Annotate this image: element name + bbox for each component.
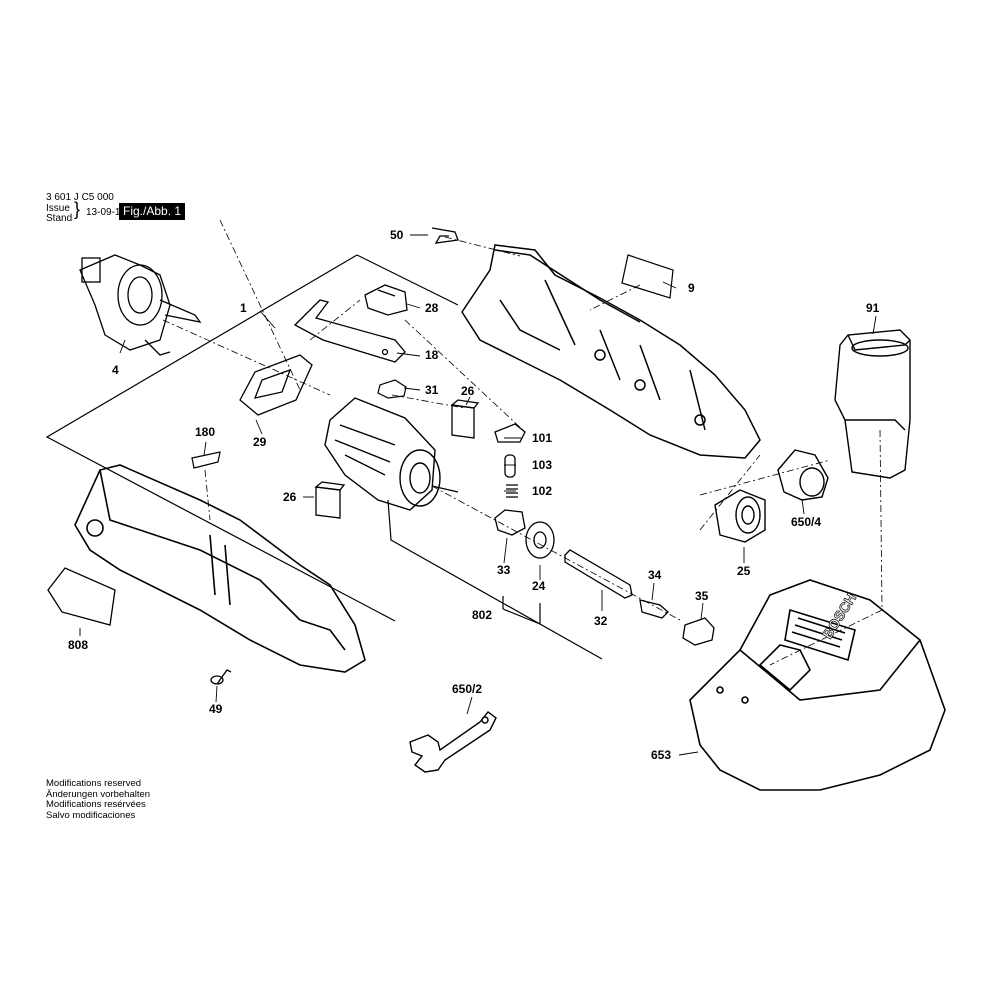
issue-date: 13-09-12 — [86, 207, 127, 218]
callout-34: 34 — [648, 568, 662, 582]
kit-bracket-lines — [45, 254, 459, 622]
switch-module-part — [79, 254, 202, 356]
collet-nut-part — [777, 449, 829, 501]
callout-102: 102 — [532, 484, 553, 498]
callout-33: 33 — [497, 563, 511, 577]
footer-notes: Modifications reserved Änderungen vorbeh… — [46, 778, 151, 821]
lock-slider-part — [364, 284, 408, 316]
footer-line-de: Änderungen vorbehalten — [46, 788, 151, 800]
assembly-802-bracket — [387, 499, 603, 660]
footer-line-fr: Modifications resérvées — [46, 799, 146, 810]
front-cap-part — [714, 489, 766, 543]
callout-28: 28 — [425, 301, 439, 315]
callout-91: 91 — [866, 301, 880, 315]
footer-line-es: Salvo modificaciones — [46, 809, 136, 821]
callout-49: 49 — [209, 702, 223, 716]
footer-line-en: Modifications reserved — [46, 778, 142, 789]
part-number: 3 601 J C5 000 — [46, 192, 114, 203]
callout-25: 25 — [737, 564, 751, 578]
callout-650-2: 650/2 — [452, 682, 483, 696]
issue-label: Issue — [46, 203, 70, 214]
callout-26-top: 26 — [461, 384, 475, 398]
callout-180: 180 — [195, 425, 216, 439]
small-plate-part — [191, 451, 221, 469]
callout-50: 50 — [390, 228, 404, 242]
callout-29: 29 — [253, 435, 267, 449]
callout-9: 9 — [688, 281, 695, 295]
callout-leaders — [79, 234, 877, 756]
callout-24: 24 — [532, 579, 546, 593]
battery-pack-part — [834, 329, 911, 479]
callout-31: 31 — [425, 383, 439, 397]
callout-26-bottom: 26 — [283, 490, 297, 504]
clip-part — [431, 227, 459, 244]
callout-32: 32 — [594, 614, 608, 628]
charger-part — [689, 579, 946, 791]
callout-1: 1 — [240, 301, 247, 315]
tool-body-part — [74, 464, 366, 673]
callout-18: 18 — [425, 348, 439, 362]
wrench-part — [409, 711, 497, 773]
housing-half-part — [461, 244, 761, 459]
issue-brace: } — [74, 199, 81, 219]
callout-802: 802 — [472, 608, 493, 622]
callout-103: 103 — [532, 458, 553, 472]
carbon-brush-parts — [314, 399, 480, 519]
rating-label-part — [47, 567, 116, 626]
callout-650-4: 650/4 — [791, 515, 822, 529]
shaft-parts — [494, 509, 715, 646]
callout-101: 101 — [532, 431, 553, 445]
projection-lines — [162, 219, 883, 666]
stand-label: Stand — [46, 213, 73, 224]
small-block-part — [377, 379, 407, 399]
motor-part — [324, 397, 459, 511]
callout-35: 35 — [695, 589, 709, 603]
small-spring-parts — [494, 423, 526, 498]
figure-badge: Fig./Abb. 1 — [119, 203, 186, 220]
callout-653: 653 — [651, 748, 672, 762]
slide-rail-part — [293, 299, 406, 363]
screw-part — [210, 669, 232, 685]
callout-4: 4 — [112, 363, 119, 377]
switch-frame-part — [239, 354, 313, 416]
callout-808: 808 — [68, 638, 89, 652]
label-plate-part — [621, 254, 674, 299]
